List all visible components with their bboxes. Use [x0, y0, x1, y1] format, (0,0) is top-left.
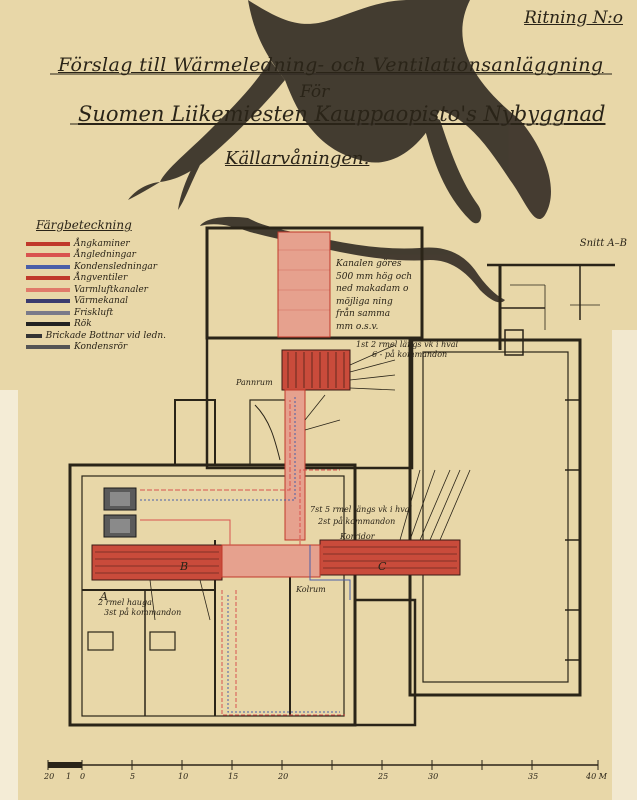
annotation-kamin-2: 6 - på kommandon: [372, 350, 448, 359]
annotation-kamin-6: 3st på kommandon: [104, 608, 182, 617]
torn-edge-left: [0, 390, 18, 800]
scale-bar-graphic: [47, 760, 599, 770]
legend-item: Kondensledningar: [26, 261, 166, 273]
condensate-lines: [140, 395, 351, 713]
color-legend: Färgbeteckning Ångkaminer Ångledningar K…: [26, 218, 166, 353]
note-line: 500 mm hög och: [336, 271, 413, 282]
legend-swatch: [26, 241, 70, 246]
steam-lines: [140, 400, 345, 716]
legend-label: Ångkaminer: [74, 238, 130, 249]
legend-swatch: [26, 276, 70, 281]
note-line: mm o.s.v.: [336, 321, 379, 332]
scale-label: 25: [378, 772, 389, 781]
heater-ribs-upper: [287, 352, 345, 388]
annotation-kamin-1: 1st 2 rmel längs vk i hval: [356, 340, 459, 349]
section-label: Snitt A–B: [579, 238, 627, 249]
scale-label: 15: [228, 772, 239, 781]
legend-item: Ångventiler: [26, 273, 166, 285]
plan-label-a: A: [100, 590, 108, 603]
scale-label: 5: [130, 772, 136, 781]
ink-stain: [128, 0, 551, 303]
note-line: från samma: [336, 309, 391, 319]
heater-ribs-right: [323, 546, 457, 569]
legend-swatch: [26, 253, 70, 258]
legend-swatch: [26, 299, 70, 304]
scale-label: 40 M: [586, 772, 607, 781]
annotation-kamin-5: 2 rmel hauga: [98, 598, 152, 607]
legend-swatch: [26, 333, 42, 338]
plan-label-c: C: [378, 560, 387, 573]
boiler-2-door: [110, 519, 130, 533]
legend-item: Varmluftkanaler: [26, 284, 166, 296]
scale-label: 1: [66, 772, 72, 781]
walls: [68, 226, 615, 727]
legend-label: Kondensledningar: [74, 261, 158, 272]
legend-item: Värmekanal: [26, 296, 166, 308]
main-heater-right: [319, 539, 461, 576]
heater-ribs-left: [95, 551, 219, 574]
room-label-kolrum: Kolrum: [296, 585, 326, 594]
note-line: möjliga ning: [336, 296, 393, 307]
legend-label: Ångledningar: [74, 250, 136, 261]
legend-item: Ångkaminer: [26, 238, 166, 250]
note-line: Kanalen göres: [336, 259, 402, 269]
plan-label-b: B: [180, 560, 189, 573]
title-line-1: Förslag till Wärmeledning- och Ventilati…: [58, 54, 604, 76]
steam-heater-upper: [281, 349, 351, 391]
legend-item: Kondensrör: [26, 342, 166, 354]
legend-swatch: [26, 345, 70, 350]
legend-label: Brickade Bottnar vid ledn.: [45, 330, 166, 341]
scale-label: 10: [178, 772, 189, 781]
annotation-kamin-4: 2st på kommandon: [318, 517, 396, 526]
upper-air-duct: [277, 231, 331, 338]
scale-label: 20: [44, 772, 55, 781]
legend-label: Kondensrör: [74, 342, 128, 353]
torn-edge-right: [612, 330, 637, 800]
note-line: ned makadam o: [336, 284, 409, 294]
legend-item: Friskluft: [26, 307, 166, 319]
title-line-3: Suomen Liikemiesten Kauppaopisto's Nybyg…: [78, 102, 606, 126]
central-air-chamber: [221, 544, 321, 578]
legend-label: Rök: [74, 319, 92, 330]
duct-note: Kanalen göres 500 mm hög och ned makadam…: [336, 258, 412, 333]
legend-item: Brickade Bottnar vid ledn.: [26, 330, 166, 342]
scale-label: 35: [528, 772, 539, 781]
main-heater-left: [91, 544, 223, 581]
boiler-1-door: [110, 492, 130, 506]
scale-label: 20: [278, 772, 289, 781]
legend-swatch: [26, 264, 70, 269]
legend-swatch: [26, 287, 70, 292]
annotation-kamin-3: 7st 5 rmel längs vk i hval: [310, 505, 413, 514]
title-line-2: För: [300, 82, 330, 102]
room-label-boilers: Pannrum: [236, 378, 273, 387]
scale-label: 0: [80, 772, 86, 781]
scale-label: 30: [428, 772, 439, 781]
legend-item: Ångledningar: [26, 250, 166, 262]
legend-label: Ångventiler: [74, 273, 128, 284]
duct-hatching: [278, 249, 330, 311]
legend-swatch: [26, 322, 70, 327]
legend-title: Färgbeteckning: [36, 218, 132, 232]
floor-subtitle: Källarvåningen.: [225, 148, 370, 169]
legend-label: Varmluftkanaler: [74, 284, 148, 295]
legend-item: Rök: [26, 319, 166, 331]
riser-lines: [149, 344, 471, 621]
legend-swatch: [26, 310, 70, 315]
legend-label: Friskluft: [74, 307, 114, 318]
legend-label: Värmekanal: [74, 296, 129, 307]
drawing-number: Ritning N:o: [524, 8, 623, 28]
room-label-corridor: Korridor: [340, 532, 375, 541]
